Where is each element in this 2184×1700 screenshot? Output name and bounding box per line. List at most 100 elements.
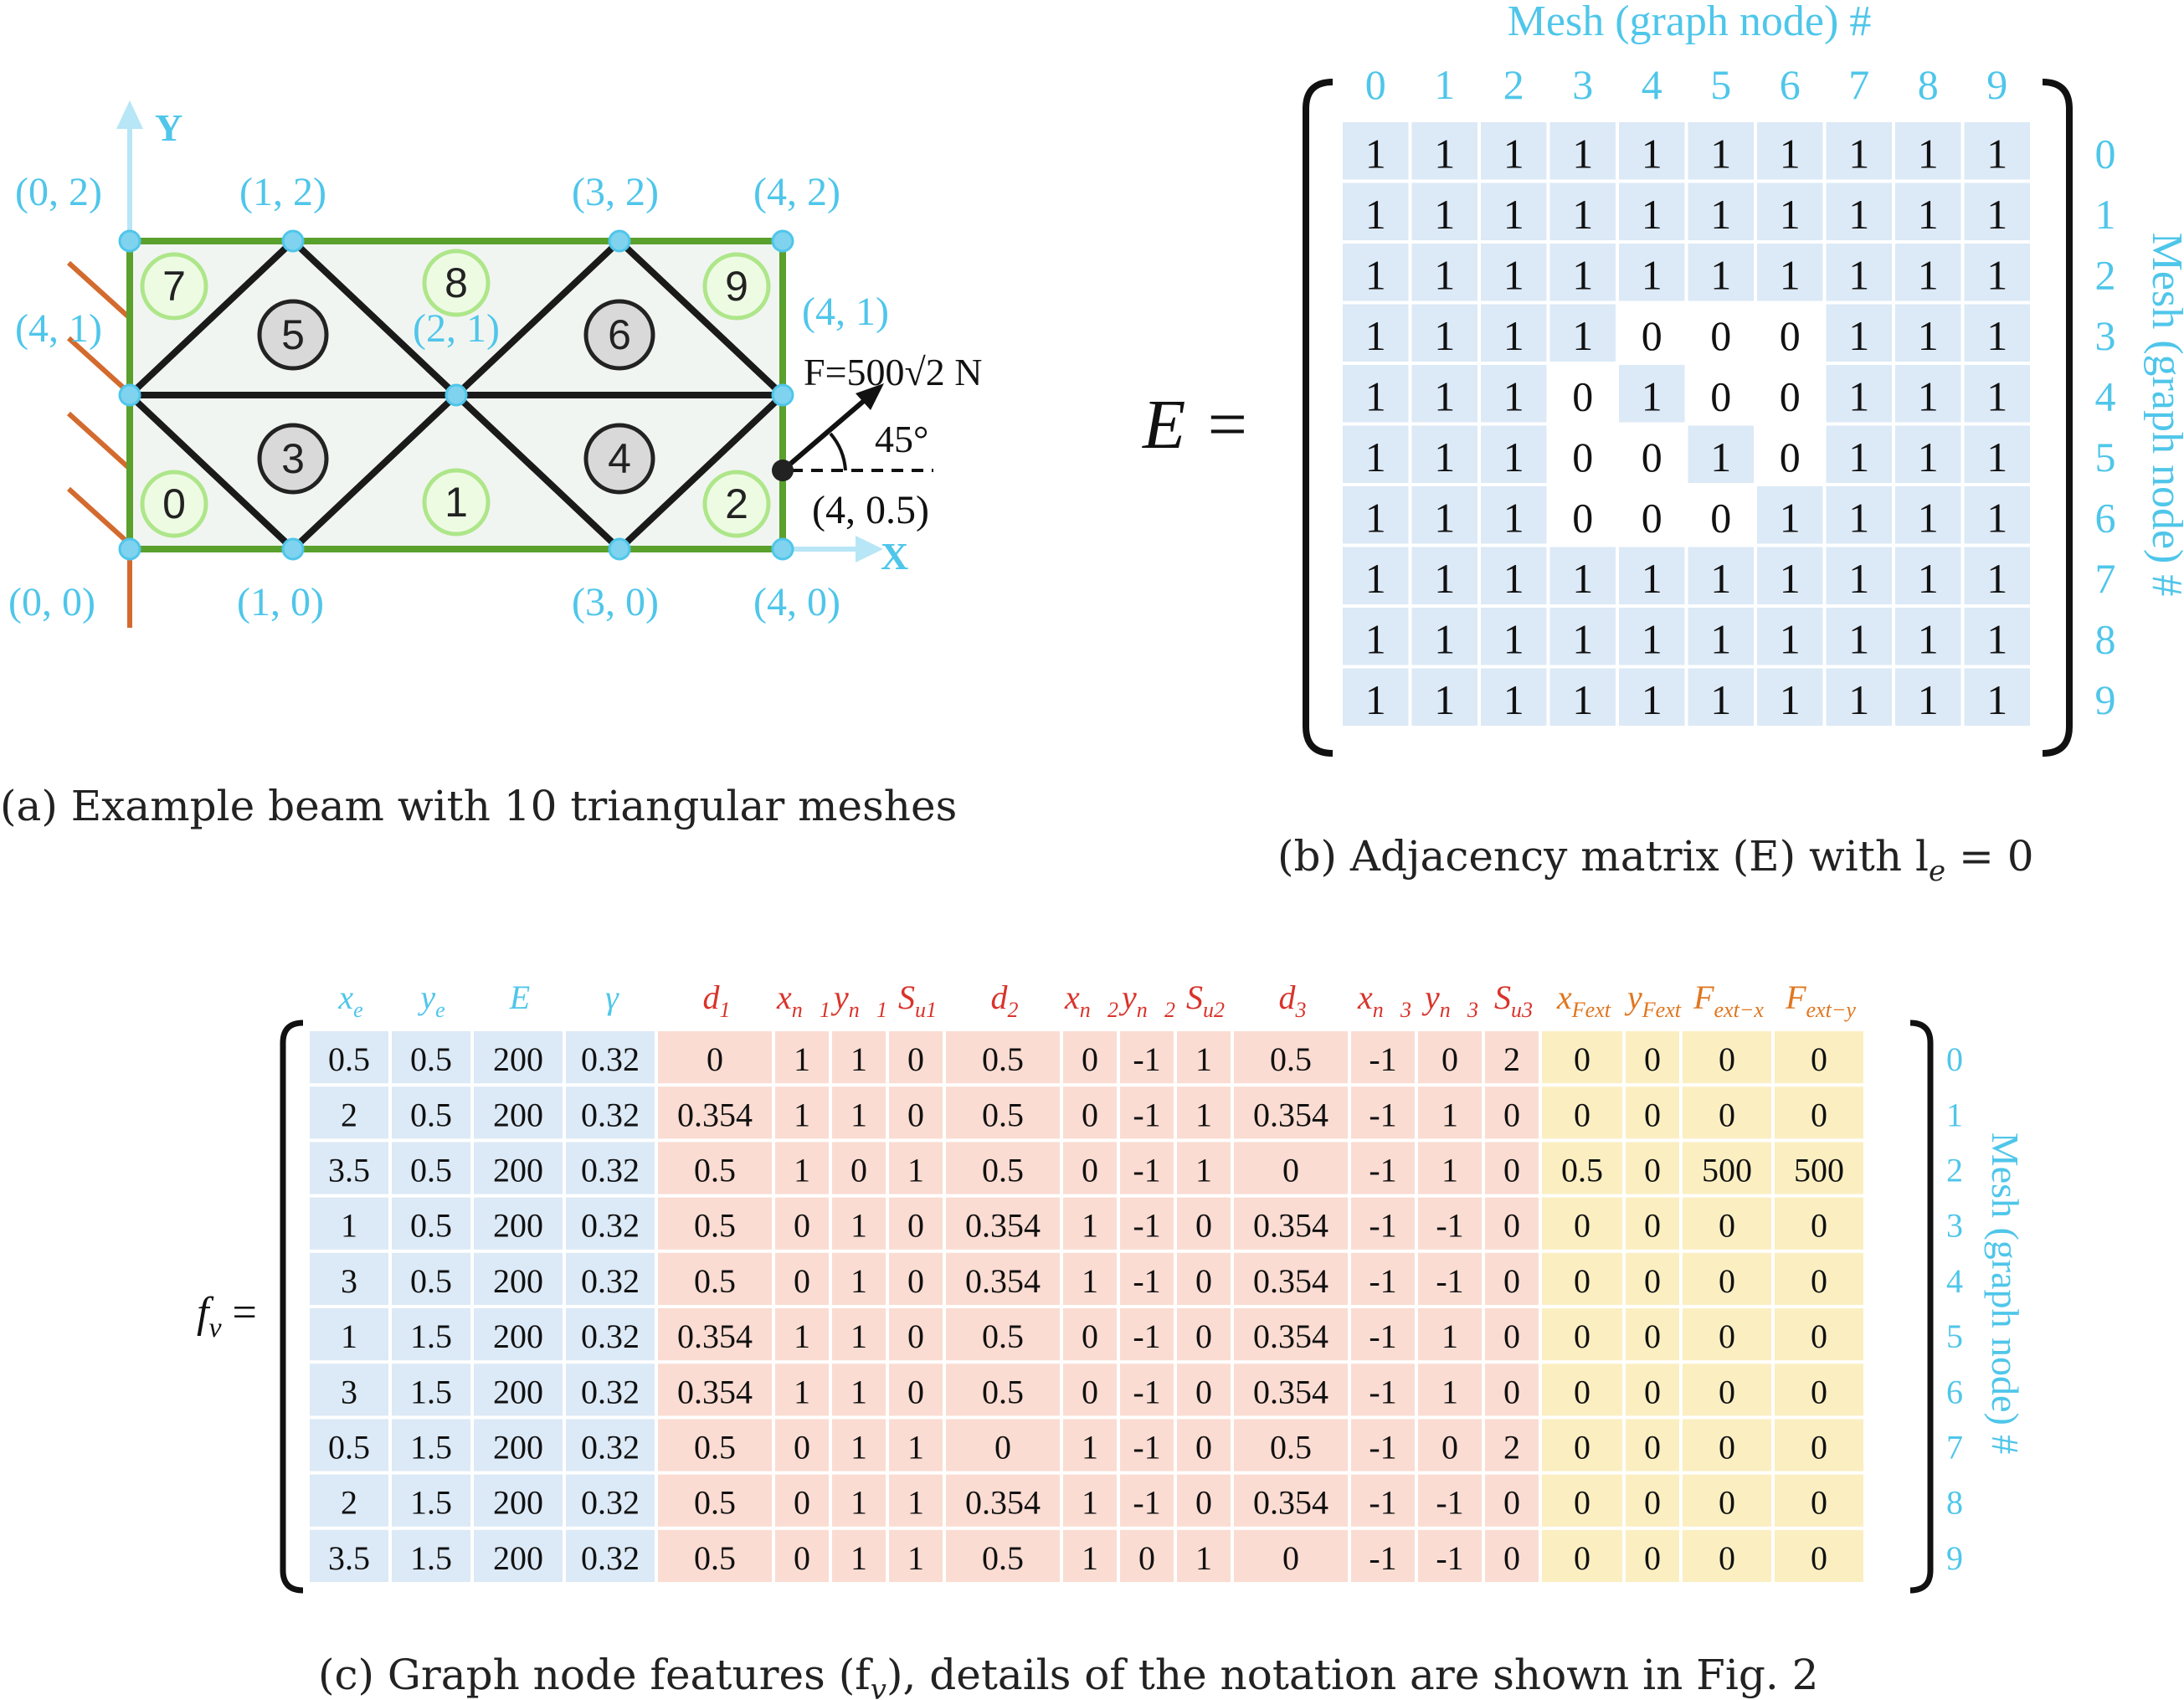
matrix-value: 1 (1503, 130, 1524, 177)
mesh-id-text: 9 (725, 263, 748, 310)
feature-value: 0 (1811, 1484, 1827, 1522)
feature-value: 1.5 (410, 1539, 452, 1577)
feature-cell: 0.354 (946, 1252, 1060, 1305)
feature-cell: 0 (1418, 1031, 1482, 1084)
feature-value: 0 (907, 1373, 924, 1410)
feature-cell: 0.354 (658, 1086, 772, 1139)
row-id: 9 (2095, 676, 2116, 723)
matrix-cell: 0 (1572, 494, 1593, 541)
feature-cell: 3 (310, 1252, 388, 1305)
feature-value: 1 (850, 1373, 867, 1410)
feature-value: 0.32 (581, 1539, 640, 1577)
feature-cell: 200 (474, 1197, 563, 1250)
feature-cell: -1 (1418, 1474, 1482, 1527)
mesh-id-text: 3 (281, 435, 305, 482)
row-id: 1 (2095, 191, 2116, 238)
feature-cell: 1.5 (392, 1308, 470, 1361)
node-label: (0, 2) (15, 170, 102, 214)
feature-cell: 1 (1063, 1197, 1117, 1250)
feature-value: 0 (1574, 1429, 1590, 1466)
feature-value: 200 (493, 1096, 543, 1133)
feature-cell: 0 (1683, 1419, 1771, 1471)
feature-cell: 1 (775, 1031, 829, 1084)
column-id: 6 (1780, 61, 1801, 108)
matrix-cell: 1 (1895, 668, 1961, 726)
feature-cell: 2 (1485, 1419, 1539, 1471)
matrix-cell: 1 (1411, 668, 1477, 726)
feature-value: 1 (341, 1207, 357, 1245)
feature-header: d2 (991, 978, 1019, 1022)
feature-value: -1 (1133, 1152, 1160, 1189)
feature-cell: 0 (658, 1031, 772, 1084)
matrix-value: 1 (1434, 555, 1455, 602)
feature-value: 0.5 (982, 1539, 1024, 1577)
feature-value: 0 (1503, 1317, 1520, 1355)
feature-cell: 0 (1177, 1252, 1231, 1305)
feature-value: 1 (1195, 1096, 1212, 1133)
feature-cell: 0 (1485, 1529, 1539, 1582)
feature-value: -1 (1436, 1207, 1463, 1245)
feature-value: -1 (1369, 1262, 1396, 1300)
node-label: (4, 0) (753, 580, 840, 624)
feature-value: 0 (850, 1152, 867, 1189)
feature-cell: 0.5 (946, 1529, 1060, 1582)
feature-value: 0 (794, 1539, 810, 1577)
matrix-value: 1 (1365, 615, 1386, 662)
feature-cell: 0 (1626, 1031, 1679, 1084)
feature-cell: 0.5 (946, 1308, 1060, 1361)
matrix-value: 1 (1434, 191, 1455, 238)
feature-cell: 0 (1683, 1086, 1771, 1139)
feature-cell: 0.354 (1234, 1197, 1348, 1250)
feature-cell: 0 (1234, 1529, 1348, 1582)
matrix-value: 1 (1848, 130, 1869, 177)
matrix-value: 1 (1434, 434, 1455, 480)
matrix-cell: 1 (1757, 486, 1823, 544)
matrix-value: 1 (1503, 372, 1524, 419)
feature-value: 0.5 (694, 1539, 736, 1577)
feature-value: 0 (1644, 1262, 1661, 1300)
feature-value: 0.5 (982, 1096, 1024, 1133)
feature-cell: 0 (1177, 1419, 1231, 1471)
feature-cell: 0 (1485, 1086, 1539, 1139)
matrix-cell: 1 (1895, 304, 1961, 362)
matrix-value: 1 (1918, 555, 1939, 602)
matrix-value: 1 (1918, 676, 1939, 723)
feature-value: 0.5 (1270, 1429, 1312, 1466)
matrix-cell: 1 (1549, 668, 1616, 726)
feature-value: 0 (1574, 1207, 1590, 1245)
matrix-cell: 0 (1642, 312, 1662, 359)
feature-value: 0 (1282, 1152, 1299, 1189)
feature-cell: 0.5 (392, 1197, 470, 1250)
feature-value: 1 (907, 1484, 924, 1522)
matrix-cell: 0 (1710, 312, 1731, 359)
feature-value: -1 (1369, 1096, 1396, 1133)
node-label: (4, 1) (15, 306, 102, 351)
feature-row-id: 2 (1946, 1152, 1963, 1189)
feature-value: 0 (1574, 1539, 1590, 1577)
feature-value: 0 (907, 1207, 924, 1245)
matrix-value: 1 (1986, 130, 2007, 177)
feature-value: 0 (1195, 1484, 1212, 1522)
mesh-id-text: 4 (608, 435, 631, 482)
feature-value: 200 (493, 1317, 543, 1355)
matrix-cell: 1 (1964, 365, 2030, 423)
feature-cell: 0 (1063, 1142, 1117, 1194)
matrix-cell: 1 (1895, 182, 1961, 240)
matrix-cell: 1 (1481, 182, 1547, 240)
adjacency-lhs: E = (1142, 386, 1251, 464)
mesh-id-text: 5 (281, 311, 305, 358)
feature-cell: 1 (832, 1252, 886, 1305)
feature-value: 0 (1811, 1429, 1827, 1466)
matrix-cell: 1 (1964, 608, 2030, 665)
column-id: 9 (1986, 61, 2007, 108)
feature-value: 0.354 (1253, 1207, 1328, 1245)
matrix-value: 1 (1642, 555, 1662, 602)
feature-cell: 0 (1542, 1252, 1622, 1305)
feature-cell: 0 (1775, 1308, 1863, 1361)
feature-cell: 0 (1626, 1529, 1679, 1582)
matrix-cell: 1 (1688, 244, 1754, 301)
left-bracket (1303, 79, 1334, 757)
